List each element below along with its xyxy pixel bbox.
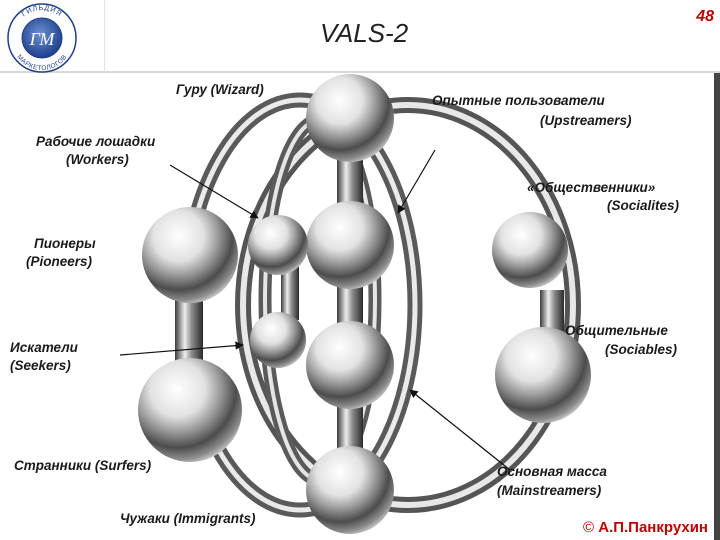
arrows [119, 149, 511, 471]
label-surfers: Странники (Surfers) [14, 458, 152, 473]
label-sociables-ru: Общительные [565, 323, 668, 338]
sphere-mainstreamers-upper [306, 321, 394, 409]
label-immigrants: Чужаки (Immigrants) [120, 511, 256, 526]
arrow-mainstreamers [409, 389, 511, 471]
sphere-small-lower [250, 312, 306, 368]
sphere-right-upper [492, 212, 568, 288]
copyright-notice: © А.П.Панкрухин [583, 519, 708, 536]
slide-header [0, 0, 720, 72]
page-title: VALS-2 [320, 18, 409, 48]
copyright-author: А.П.Панкрухин [598, 519, 708, 536]
label-upstreamers-en: (Upstreamers) [540, 113, 632, 128]
sphere-mainstreamers [306, 446, 394, 534]
label-upstreamers-ru: Опытные пользователи [432, 93, 605, 108]
label-seekers-ru: Искатели [10, 340, 78, 355]
connector-small-left [281, 265, 299, 320]
label-workers-en: (Workers) [66, 152, 129, 167]
sphere-workers [248, 215, 308, 275]
vals2-diagram: Гуру (Wizard) Рабочие лошадки (Workers) … [0, 73, 720, 540]
label-pioneers-en: (Pioneers) [26, 254, 93, 269]
spheres [138, 74, 591, 534]
label-pioneers-ru: Пионеры [34, 236, 96, 251]
label-socialites-en: (Socialites) [607, 198, 680, 213]
svg-text:ГМ: ГМ [29, 29, 56, 49]
sphere-right-lower [495, 327, 591, 423]
label-workers-ru: Рабочие лошадки [36, 134, 156, 149]
label-socialites-ru: «Общественники» [527, 180, 656, 195]
sphere-socialites [306, 201, 394, 289]
label-mainstreamers-ru: Основная масса [497, 464, 607, 479]
right-edge-bar [714, 73, 720, 540]
arrow-seekers [119, 341, 244, 356]
page-number: 48 [696, 8, 714, 25]
arrow-upstreamers [397, 149, 436, 214]
label-seekers-en: (Seekers) [10, 358, 71, 373]
sphere-wizard [306, 74, 394, 162]
guild-logo: ГМ ГИЛЬДИЯ МАРКЕТОЛОГОВ [7, 3, 77, 73]
label-wizard: Гуру (Wizard) [176, 82, 264, 97]
ring-tubes [177, 92, 581, 518]
sphere-seekers [138, 358, 242, 462]
molecule-diagram [119, 74, 591, 534]
label-mainstreamers-en: (Mainstreamers) [497, 483, 602, 498]
header-vertical-divider [104, 0, 105, 72]
arrow-workers [169, 164, 259, 219]
label-sociables-en: (Sociables) [605, 342, 678, 357]
sphere-pioneers [142, 207, 238, 303]
header-divider-line [0, 71, 720, 73]
copyright-symbol: © [583, 519, 595, 536]
